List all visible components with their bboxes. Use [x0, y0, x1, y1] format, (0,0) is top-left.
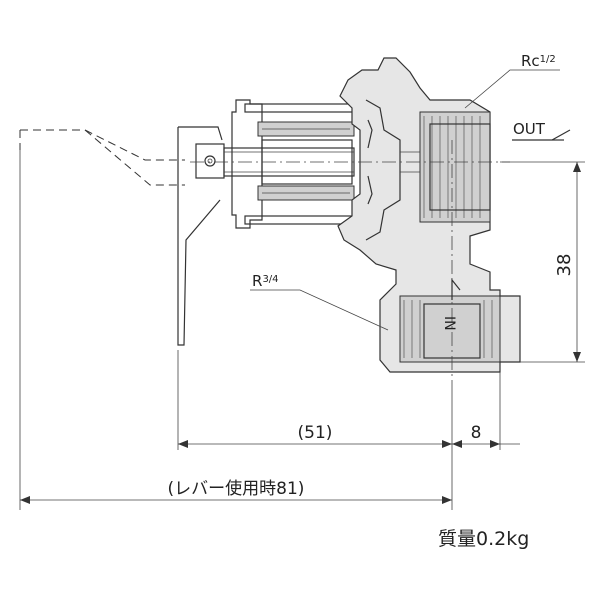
dim-51-label: (51) — [298, 423, 333, 443]
leader-lines — [250, 69, 560, 331]
dimension-38 — [500, 161, 585, 363]
inlet-thread-hatch — [403, 300, 493, 358]
dimension-51-8 — [177, 350, 520, 510]
out-label: OUT — [513, 120, 546, 138]
dimension-lever — [19, 150, 452, 510]
bonnet — [231, 99, 356, 229]
weight-label: 質量0.2kg — [438, 528, 529, 550]
lever-outline — [19, 126, 225, 346]
outlet-thread-hatch — [423, 116, 481, 218]
center-lines — [190, 140, 510, 380]
dim-height-label: 38 — [554, 254, 575, 277]
r-label: R3/4 — [252, 272, 279, 290]
valve-body — [337, 57, 521, 373]
rc-label: Rc1/2 — [521, 52, 556, 70]
dim-8-label: 8 — [471, 423, 482, 443]
dim-lever-label: (レバー使用時81) — [168, 478, 305, 499]
in-label: IN — [441, 316, 457, 331]
flow-arrows — [451, 129, 571, 300]
